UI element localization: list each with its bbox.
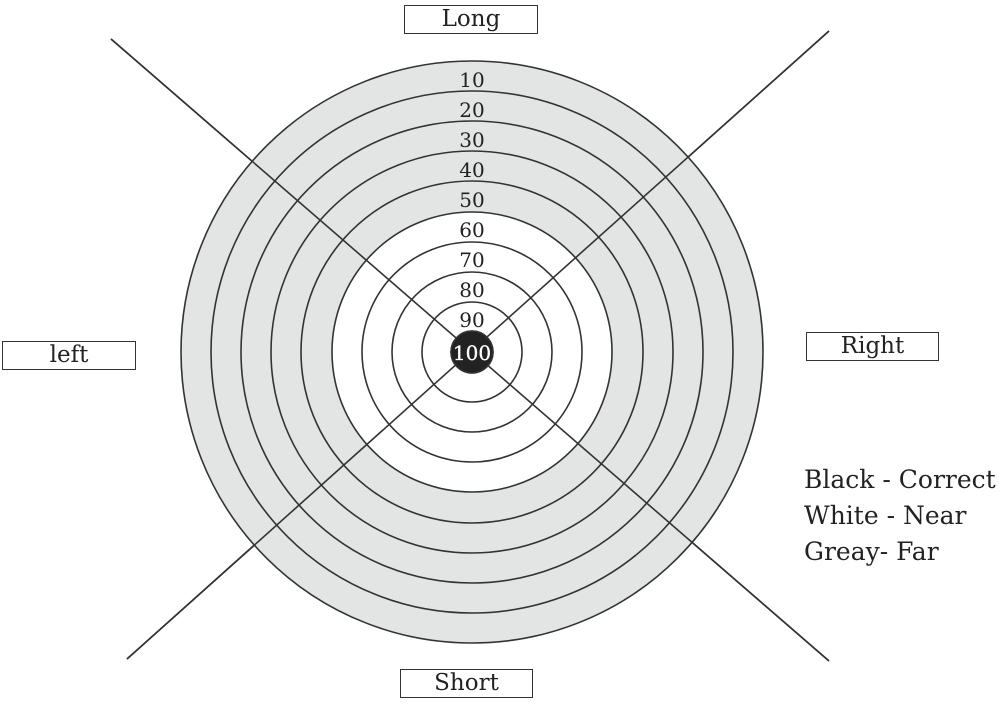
direction-label-long: Long [404,5,538,34]
color-legend: Black - Correct White - Near Greay- Far [804,462,996,570]
ring-label-60: 60 [459,218,484,242]
bullseye [450,330,494,374]
ring-label-40: 40 [459,158,484,182]
ring-label-10: 10 [459,68,484,92]
inner-cross-lines [110,30,830,662]
direction-label-right: Right [806,332,939,361]
ring-score-labels: 10 20 30 40 50 60 70 80 90 100 [453,68,491,365]
direction-label-short: Short [400,669,533,698]
ring-label-50: 50 [459,188,484,212]
direction-label-left: left [2,341,136,370]
ring-label-70: 70 [459,248,484,272]
ring-label-100: 100 [453,341,491,365]
legend-line-correct: Black - Correct [804,465,996,494]
legend-line-far: Greay- Far [804,537,939,566]
ring-label-20: 20 [459,98,484,122]
ring-label-80: 80 [459,278,484,302]
legend-line-near: White - Near [804,501,967,530]
ring-label-90: 90 [459,308,484,332]
ring-label-30: 30 [459,128,484,152]
